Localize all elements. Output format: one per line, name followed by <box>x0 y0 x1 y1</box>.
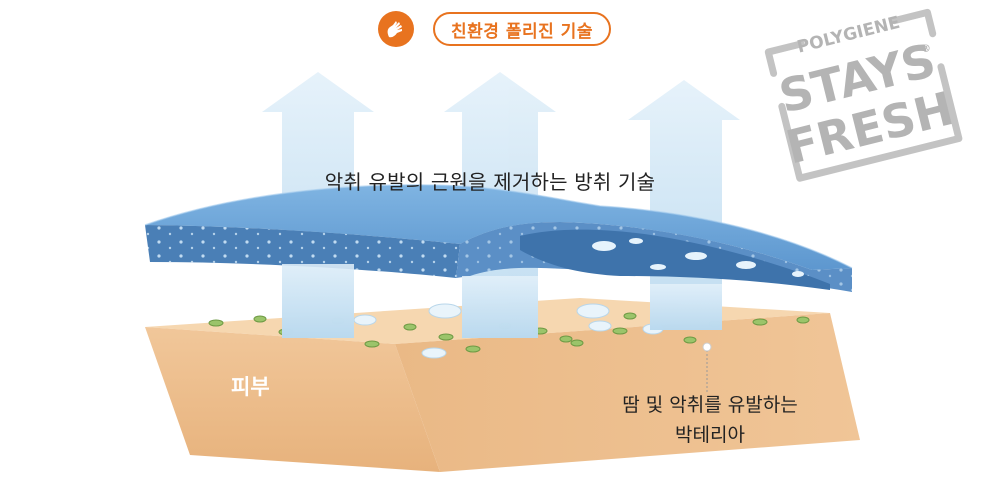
bacteria-cluster <box>683 336 697 344</box>
sweat-droplets <box>353 303 664 359</box>
tech-tag-label: 친환경 폴리진 기술 <box>433 12 611 46</box>
sweat-droplet <box>576 303 610 319</box>
arrow-lower-shafts <box>282 264 722 338</box>
sweat-droplet <box>588 320 612 332</box>
bacteria-cluster <box>253 315 267 323</box>
sweat-droplet <box>421 347 447 359</box>
bacteria-cluster <box>623 312 637 320</box>
stamp-registered: ® <box>920 43 932 56</box>
bacteria-cluster <box>438 333 454 341</box>
skin-right-face <box>395 313 860 472</box>
bacteria-cluster <box>364 340 380 348</box>
polygiene-stamp-logo: POLYGIENE STAYS FRESH ® <box>764 8 963 182</box>
bacteria-label-line1: 땀 및 악취를 유발하는 <box>622 394 798 416</box>
bacteria-label-line2: 박테리아 <box>675 424 745 446</box>
hand-logo-icon <box>378 11 414 47</box>
fabric-top-face <box>145 184 852 270</box>
bacteria-cluster <box>796 316 810 324</box>
bacteria-cluster <box>403 323 417 331</box>
skin-label: 피부 <box>231 375 270 399</box>
bacteria-cluster <box>559 335 573 343</box>
sweat-droplet <box>428 303 462 319</box>
sweat-droplet <box>353 314 377 326</box>
tech-tag: 친환경 폴리진 기술 <box>378 10 611 48</box>
bacteria-cluster <box>208 319 224 327</box>
bacteria-label: 땀 및 악취를 유발하는 박테리아 <box>590 390 830 450</box>
fabric-layer <box>144 184 853 292</box>
bacteria-cluster <box>570 339 584 347</box>
fabric-pores <box>592 238 804 277</box>
skin-front-face <box>145 327 440 472</box>
headline: 악취 유발의 근원을 제거하는 방취 기술 <box>324 170 656 194</box>
bacteria-pointer <box>702 342 712 392</box>
bacteria-cluster <box>465 345 481 353</box>
bacteria-cluster <box>612 327 628 335</box>
bacteria-cluster <box>752 318 768 326</box>
